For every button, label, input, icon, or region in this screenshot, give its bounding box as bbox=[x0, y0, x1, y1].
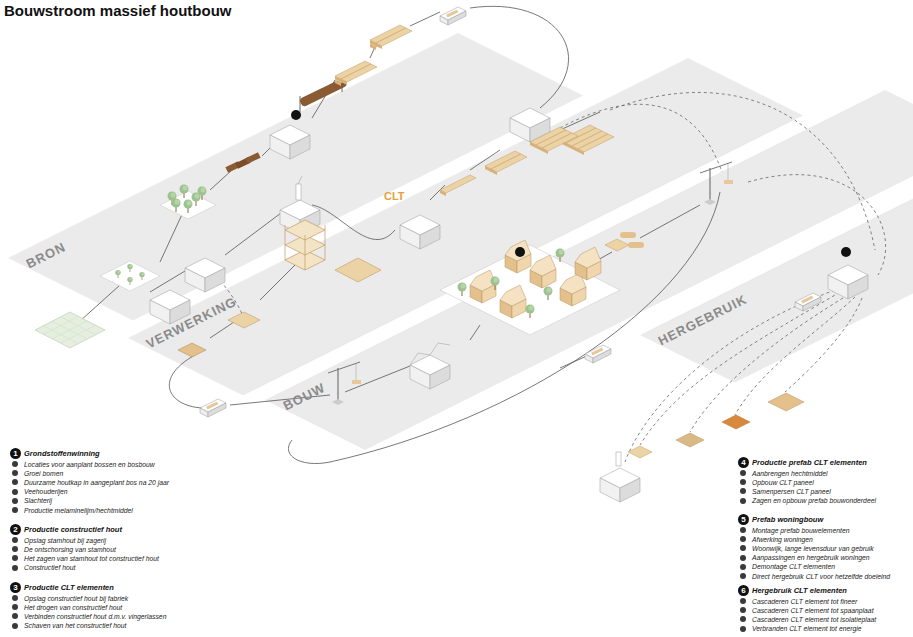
legend-item: Montage prefab bouwelementen bbox=[752, 526, 850, 535]
legend-item: Het zagen van stamhout tot constructief … bbox=[24, 554, 159, 563]
legend-heading: Grondstoffenwinning bbox=[24, 449, 100, 459]
band-shape bbox=[8, 33, 583, 321]
legend-item: Opslag constructief hout bij fabriek bbox=[24, 594, 128, 603]
building-frame bbox=[285, 220, 325, 270]
legend-item: Slachterij bbox=[24, 496, 52, 505]
legend-item: Constructief hout bbox=[24, 563, 75, 572]
legend-heading: Productie prefab CLT elementen bbox=[752, 458, 867, 468]
band-region: BOUW bbox=[265, 90, 913, 450]
legend-item: Cascaderen CLT element tot isolatieplaat bbox=[752, 615, 876, 624]
legend-item: Productie melaminelijm/hechtmiddel bbox=[24, 506, 133, 515]
band-region: BRON bbox=[8, 33, 583, 321]
band-region: HERGEBRUIK bbox=[640, 185, 913, 383]
legend-item: Opbouw CLT paneel bbox=[752, 478, 814, 487]
callout-number: 6 bbox=[738, 585, 749, 596]
legend-item: Locaties voor aanplant bossen en bosbouw bbox=[24, 460, 155, 469]
field bbox=[35, 312, 105, 348]
legend-item: Cascaderen CLT element tot fineer bbox=[752, 597, 857, 606]
legend-item: Direct hergebruik CLT voor hetzelfde doe… bbox=[752, 572, 890, 581]
legend-item: Aanbrengen hechtmiddel bbox=[752, 469, 828, 478]
callout-number: 3 bbox=[10, 582, 21, 593]
legend-item: Zagen en opbouw prefab bouwonderdeel bbox=[752, 496, 876, 505]
band-fill bbox=[640, 185, 913, 383]
band-label: HERGEBRUIK bbox=[656, 292, 749, 348]
legend-item: Afwerking woningen bbox=[752, 535, 813, 544]
legend-item: Verbinden constructief hout d.m.v. vinge… bbox=[24, 612, 166, 621]
legend-item: Groei bomen bbox=[24, 469, 63, 478]
callout-number: 4 bbox=[738, 457, 749, 468]
legend-item: Demontage CLT elementen bbox=[752, 562, 835, 571]
legend-item: Opslag stamhout bij zagerij bbox=[24, 536, 106, 545]
legend-heading: Productie constructief hout bbox=[24, 525, 122, 535]
legend-heading: Hergebruik CLT elementen bbox=[752, 586, 847, 596]
band-region: VERWERKING bbox=[128, 58, 803, 396]
callout-number: 1 bbox=[10, 448, 21, 459]
band-label: BOUW bbox=[281, 381, 328, 414]
diagram-title: Bouwstroom massief houtbouw bbox=[4, 2, 232, 20]
legend-item: Duurzame houtkap in aangeplant bos na 20… bbox=[24, 478, 169, 487]
legend-heading: Prefab woningbouw bbox=[752, 515, 823, 525]
truck bbox=[440, 7, 466, 25]
legend-item: Verbranden CLT element tot energie bbox=[752, 624, 862, 633]
band-shape bbox=[640, 185, 913, 383]
legend-heading: Productie CLT elementen bbox=[24, 583, 114, 593]
truck bbox=[585, 345, 611, 363]
legend-item: Veehouderijen bbox=[24, 487, 68, 496]
band-label: BRON bbox=[24, 240, 68, 271]
callout-number: 2 bbox=[10, 524, 21, 535]
legend-item: Cascaderen CLT element tot spaanplaat bbox=[752, 606, 874, 615]
legend-item: Samenpersen CLT paneel bbox=[752, 487, 831, 496]
legend-item: Woonwijk, lange levensduur van gebruik bbox=[752, 544, 874, 553]
callout-number: 5 bbox=[738, 514, 749, 525]
band-shape bbox=[128, 58, 803, 396]
legend-item: Aanpassingen en hergebruik woningen bbox=[752, 553, 870, 562]
truck bbox=[200, 399, 226, 417]
legend-item: Het drogen van constructief hout bbox=[24, 603, 122, 612]
product-label: CLT bbox=[384, 190, 405, 202]
band-label: VERWERKING bbox=[144, 294, 239, 351]
band-shape bbox=[265, 90, 913, 450]
legend-item: Schaven van het constructief hout bbox=[24, 621, 126, 630]
legend-item: De ontschorsing van stamhout bbox=[24, 545, 116, 554]
